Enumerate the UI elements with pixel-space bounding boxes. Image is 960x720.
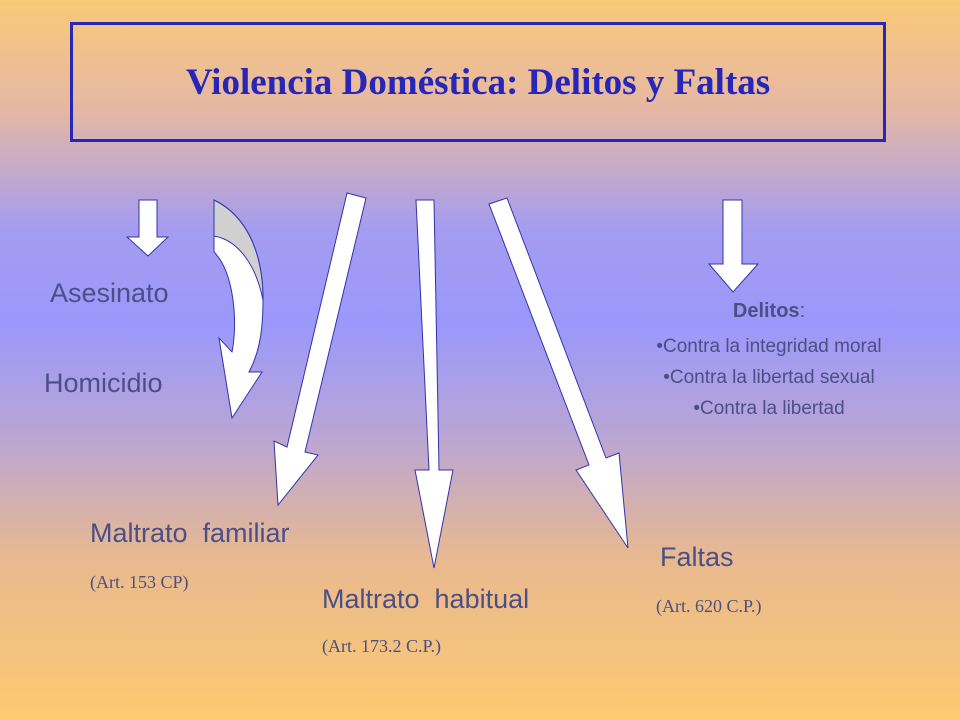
label-faltas: Faltas [660,542,734,572]
delitos-heading-text: Delitos [732,300,800,322]
page-title: Violencia Doméstica: Delitos y Faltas [185,61,771,103]
label-maltrato-familiar: Maltrato familiar [90,518,290,548]
arrow-maltrato-habitual [414,199,454,569]
delitos-heading: Delitos: [600,300,938,323]
label-maltrato-familiar-ref: (Art. 153 CP) [90,572,189,592]
label-asesinato: Asesinato [50,278,169,308]
delitos-heading-colon: : [799,300,806,322]
delitos-item: •Contra la integridad moral [656,336,882,357]
label-faltas-ref: (Art. 620 C.P.) [656,596,762,616]
delitos-block: Delitos: •Contra la integridad moral •Co… [600,300,938,424]
delitos-item: •Contra la libertad [693,398,845,419]
down-arrow-delitos [707,199,760,293]
label-maltrato-habitual: Maltrato habitual [322,584,530,614]
arrow-faltas [488,197,629,549]
label-homicidio: Homicidio [44,368,163,398]
title-box: Violencia Doméstica: Delitos y Faltas [70,22,886,142]
down-arrow-asesinato [125,199,170,257]
delitos-list: •Contra la integridad moral •Contra la l… [600,331,938,424]
curved-arrow-shade [213,199,264,301]
label-maltrato-habitual-ref: (Art. 173.2 C.P.) [322,636,442,656]
arrow-maltrato-familiar [273,192,367,507]
delitos-item: •Contra la libertad sexual [663,367,875,388]
